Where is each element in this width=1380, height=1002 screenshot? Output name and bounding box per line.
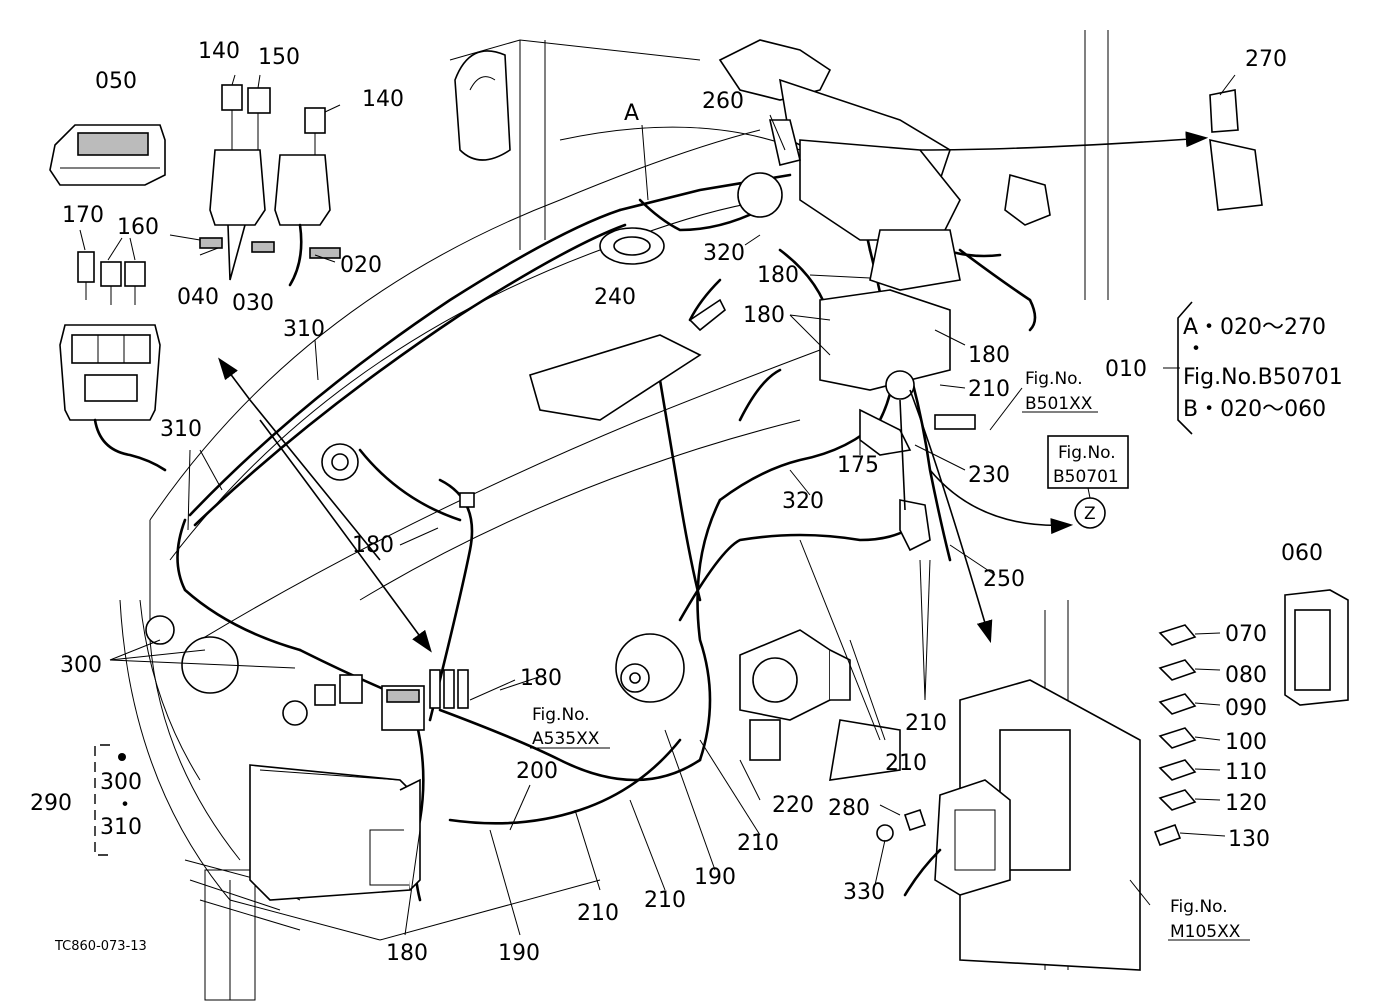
fig-ref-a535xx-label: Fig.No. [532,705,590,725]
callout-180: 180 [352,533,394,558]
callout-210: 210 [737,831,779,856]
pointer-arrows [218,131,1209,653]
callout-160: 160 [117,215,159,240]
fig-ref-b50701-number: B50701 [1053,467,1119,487]
callout-050: 050 [95,69,137,94]
callout-260: 260 [702,89,744,114]
callout-300: 300 [60,653,102,678]
callout-220: 220 [772,793,814,818]
callout-330: 330 [843,880,885,905]
callout-300: 300 [100,770,142,795]
callout-130: 130 [1228,827,1270,852]
fig-ref-m105xx-label: Fig.No. [1170,897,1228,917]
callout-200: 200 [516,759,558,784]
leader-lines [79,74,1236,936]
alternator-starter [615,629,901,781]
fig-references: Fig.No. B501XX Fig.No. B50701 Z Fig.No. … [530,369,1250,942]
controller-unit [876,679,1141,971]
callout-210: 210 [644,888,686,913]
fig-ref-m105xx-number: M105XX [1170,922,1241,942]
callout-100: 100 [1225,730,1267,755]
fig-ref-b501xx-number: B501XX [1025,394,1093,414]
callout-250: 250 [983,567,1025,592]
callout-310: 310 [283,317,325,342]
bracket-010 [1163,301,1193,435]
callout-080: 080 [1225,663,1267,688]
part-270 [1209,89,1263,211]
battery [249,764,421,901]
callout-labels: 050 140 150 140 170 160 040 030 020 310 … [30,39,1323,966]
callout-175: 175 [837,453,879,478]
callout-210: 210 [577,901,619,926]
assembly-note-line3: B・020～060 [1183,397,1326,422]
assembly-note: 010 A・020～270 ・ Fig.No.B50701 B・020～060 [1105,315,1343,422]
callout-110: 110 [1225,760,1267,785]
callout-090: 090 [1225,696,1267,721]
callout-180: 180 [520,666,562,691]
assembly-note-line2: Fig.No.B50701 [1183,365,1343,390]
callout-190: 190 [498,941,540,966]
callout-180: 180 [757,263,799,288]
callout-180: 180 [386,941,428,966]
fig-ref-b501xx-label: Fig.No. [1025,369,1083,389]
callout-280: 280 [828,796,870,821]
fig-ref-z-marker: Z [1084,504,1096,524]
fig-ref-a535xx-number: A535XX [532,729,600,749]
callout-170: 170 [62,203,104,228]
callout-020: 020 [340,253,382,278]
callout-310: 310 [100,815,142,840]
callout-320: 320 [782,489,824,514]
callout-150: 150 [258,45,300,70]
callout-060: 060 [1281,541,1323,566]
fuse-box-cover-050 [49,124,166,186]
fig-ref-b50701-label: Fig.No. [1058,443,1116,463]
callout-140: 140 [362,87,404,112]
callout-140: 140 [198,39,240,64]
callout-120: 120 [1225,791,1267,816]
callout-210: 210 [885,751,927,776]
group-note-dot: ・ [114,793,136,818]
relay-assembly [199,84,341,287]
callout-190: 190 [694,865,736,890]
fuse-set [1153,624,1197,847]
callout-010: 010 [1105,357,1147,382]
assembly-note-dot: ・ [1185,337,1207,362]
part-060 [1284,589,1349,706]
callout-A: A [624,101,639,126]
callout-210: 210 [968,377,1010,402]
callout-180: 180 [968,343,1010,368]
drawing-code: TC860-073-13 [54,939,147,954]
bracket-290 [94,744,110,856]
callout-270: 270 [1245,47,1287,72]
callout-290: 290 [30,791,72,816]
callout-040: 040 [177,285,219,310]
lights-and-horn [145,443,475,726]
callout-210: 210 [905,711,947,736]
callout-310: 310 [160,417,202,442]
callout-180: 180 [743,303,785,328]
callout-030: 030 [232,291,274,316]
callout-240: 240 [594,285,636,310]
callout-070: 070 [1225,622,1267,647]
callout-230: 230 [968,463,1010,488]
marker-dots: ・ [114,753,136,818]
callout-320: 320 [703,241,745,266]
assembly-note-line1: A・020～270 [1183,315,1326,340]
fuse-box-assembly [59,251,167,472]
relay-block [381,669,469,731]
